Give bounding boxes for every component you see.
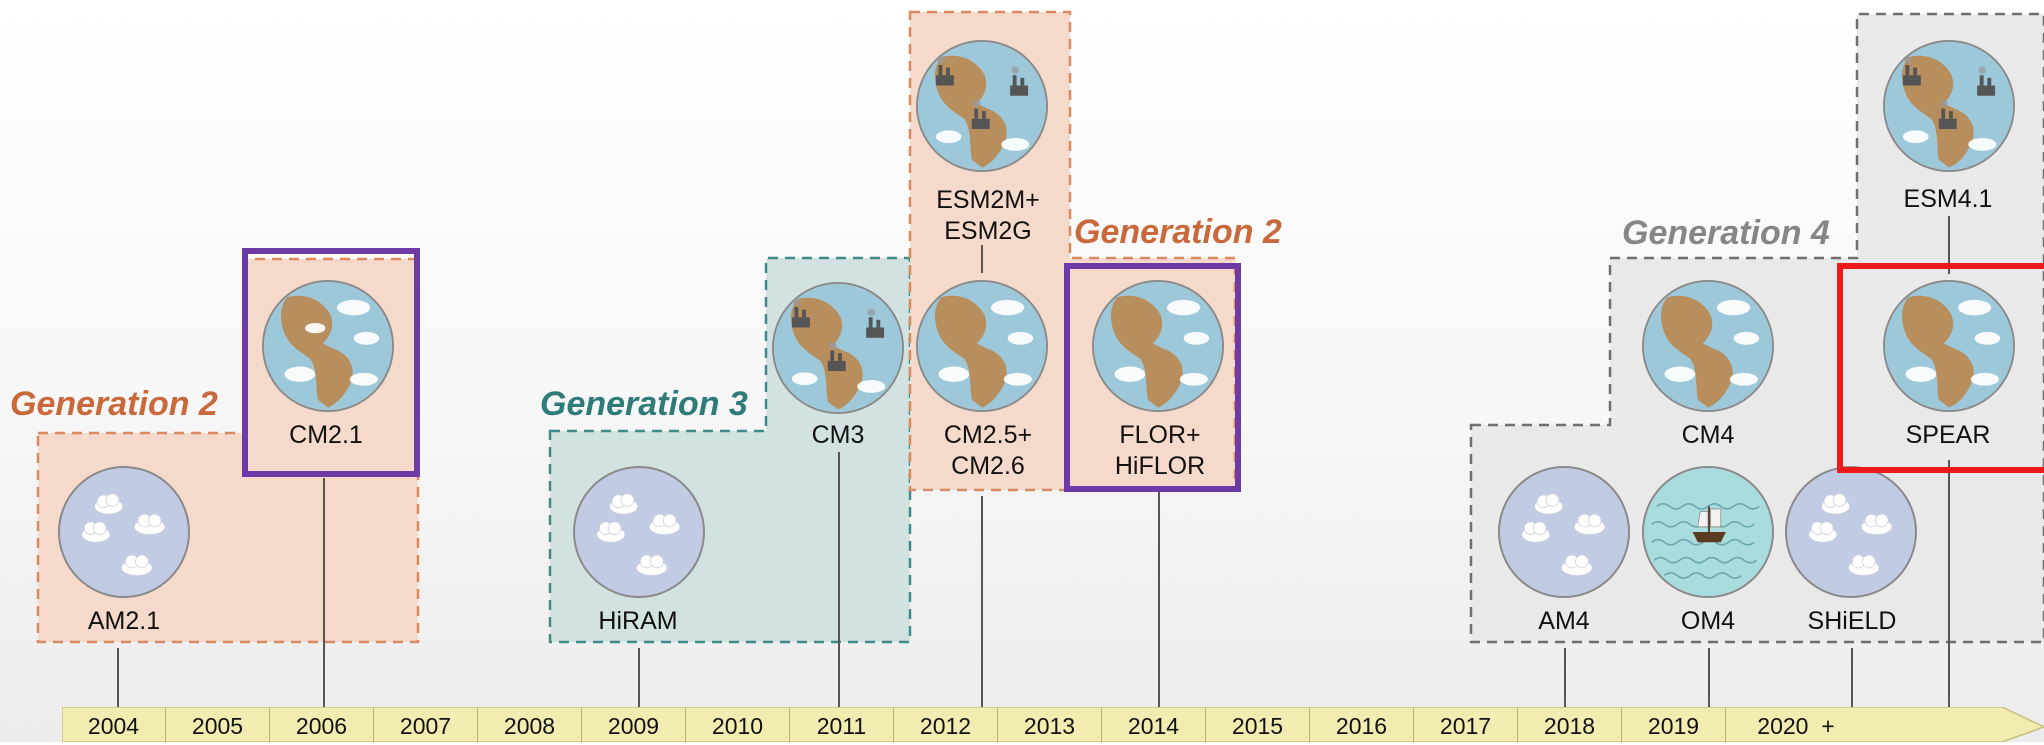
shield-label: SHiELD: [1807, 607, 1897, 635]
timeline-arrow: [62, 707, 2044, 742]
am21-atmosphere-icon: [58, 466, 190, 598]
spear-label: SPEAR: [1905, 421, 1991, 449]
year-tick: 2013: [998, 707, 1102, 742]
flor-highlight-box: [1064, 263, 1241, 492]
connector-flor: [1158, 492, 1160, 708]
generation-2-label-late: Generation 2: [1074, 213, 1282, 251]
flor-label-line: FLOR+: [1119, 421, 1201, 449]
connector-shield: [1851, 648, 1853, 708]
hiram-label: HiRAM: [598, 607, 678, 635]
generation-4-label: Generation 4: [1622, 214, 1830, 252]
connector-hiram: [638, 648, 640, 708]
cm4-earth-globe-icon: [1642, 280, 1774, 412]
esm2m-label-line: ESM2M+: [936, 186, 1040, 214]
year-tick: 2011: [790, 707, 894, 742]
hiram-atmosphere-icon: [573, 466, 705, 598]
cm25-label: CM2.5+ CM2.6: [944, 420, 1032, 482]
spear-earth-globe-icon: [1883, 280, 2015, 412]
connector-am21: [117, 648, 119, 708]
year-tick: 2019: [1622, 707, 1726, 742]
year-tick: 2012: [894, 707, 998, 742]
connector-cm3: [838, 452, 840, 708]
cm3-earth-factory-globe-icon: [772, 282, 904, 414]
cm21-label: CM2.1: [289, 421, 363, 449]
connector-esm2-cm25: [981, 245, 983, 273]
year-tick: 2008: [478, 707, 582, 742]
cm21-earth-globe-icon: [262, 280, 394, 412]
connector-om4: [1708, 648, 1710, 708]
connector-cm25: [981, 496, 983, 708]
flor-earth-globe-icon: [1092, 280, 1224, 412]
esm2-earth-factory-globe-icon: [916, 40, 1048, 172]
year-tick: 2007: [374, 707, 478, 742]
esm41-label: ESM4.1: [1903, 185, 1993, 213]
esm2g-label-line: ESM2G: [944, 217, 1032, 245]
year-tick: 2006: [270, 707, 374, 742]
year-tick: 2010: [686, 707, 790, 742]
year-tick: 2017: [1414, 707, 1518, 742]
year-tick: 2009: [582, 707, 686, 742]
connector-spear: [1948, 460, 1950, 708]
spear-highlight-box: [1837, 263, 2044, 473]
cm25-earth-globe-icon: [916, 280, 1048, 412]
cm3-label: CM3: [811, 421, 865, 449]
am21-label: AM2.1: [87, 607, 161, 635]
year-tick: 2015: [1206, 707, 1310, 742]
hiflor-label-line: HiFLOR: [1114, 452, 1206, 480]
generation-2-label: Generation 2: [10, 385, 218, 423]
esm41-earth-factory-globe-icon: [1883, 40, 2015, 172]
cm25-label-line: CM2.5+: [943, 421, 1033, 449]
generation-3-label: Generation 3: [540, 385, 748, 423]
cm4-label: CM4: [1681, 421, 1735, 449]
flor-label: FLOR+ HiFLOR: [1115, 420, 1205, 482]
year-tick: 2020 +: [1757, 713, 1835, 739]
cm26-label-line: CM2.6: [951, 452, 1025, 480]
connector-cm21: [323, 478, 325, 708]
cm21-highlight-box: [242, 248, 420, 477]
shield-atmosphere-icon: [1785, 466, 1917, 598]
am4-atmosphere-icon: [1498, 466, 1630, 598]
am4-label: AM4: [1538, 607, 1590, 635]
year-tick: 2004: [62, 707, 166, 742]
year-tick: 2005: [166, 707, 270, 742]
esm2-label: ESM2M+ ESM2G: [936, 185, 1040, 247]
connector-esm41-spear: [1948, 216, 1950, 274]
year-tick: 2016: [1310, 707, 1414, 742]
year-tick: 2018: [1518, 707, 1622, 742]
om4-label: OM4: [1680, 607, 1736, 635]
year-tick: 2014: [1102, 707, 1206, 742]
om4-ocean-ship-icon: [1642, 466, 1774, 598]
connector-am4: [1564, 648, 1566, 708]
